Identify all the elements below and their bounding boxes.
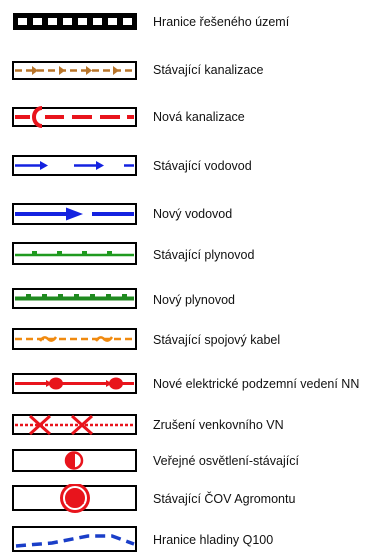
- legend-label: Hranice řešeného území: [153, 15, 290, 29]
- removed-overhead-hv-icon: [12, 410, 138, 440]
- legend-item-removed-overhead-hv: Zrušení venkovního VN: [0, 410, 372, 440]
- legend-item-new-sewer: Nová kanalizace: [0, 102, 372, 132]
- legend-item-existing-telecom: Stávající spojový kabel: [0, 325, 372, 355]
- existing-gas-icon: [12, 240, 138, 270]
- legend-item-flood-line: Hranice hladiny Q100: [0, 525, 372, 555]
- legend-item-existing-gas: Stávající plynovod: [0, 240, 372, 270]
- existing-water-icon: [12, 151, 138, 181]
- legend-item-existing-sewer: Stávající kanalizace: [0, 55, 372, 85]
- legend-item-new-water: Nový vodovod: [0, 199, 372, 229]
- wastewater-plant-icon: [12, 484, 138, 514]
- legend-item-wastewater-plant: Stávající ČOV Agromontu: [0, 484, 372, 514]
- existing-telecom-icon: [12, 325, 138, 355]
- existing-sewer-icon: [12, 55, 138, 85]
- public-lighting-icon: [12, 446, 138, 476]
- legend-label: Veřejné osvětlení-stávající: [153, 454, 299, 468]
- legend-item-new-gas: Nový plynovod: [0, 285, 372, 315]
- legend-label: Nový plynovod: [153, 293, 235, 307]
- legend-label: Stávající ČOV Agromontu: [153, 492, 296, 506]
- legend-label: Nový vodovod: [153, 207, 233, 221]
- legend-label: Zrušení venkovního VN: [153, 418, 284, 432]
- flood-line-icon: [12, 525, 138, 555]
- legend-label: Stávající plynovod: [153, 248, 255, 262]
- legend-item-existing-water: Stávající vodovod: [0, 151, 372, 181]
- new-water-icon: [12, 199, 138, 229]
- legend-item-public-lighting: Veřejné osvětlení-stávající: [0, 446, 372, 476]
- boundary-icon: [12, 7, 138, 37]
- legend-label: Nové elektrické podzemní vedení NN: [153, 377, 360, 391]
- legend-item-new-power-cable: Nové elektrické podzemní vedení NN: [0, 369, 372, 399]
- new-power-cable-icon: [12, 369, 138, 399]
- legend-label: Stávající vodovod: [153, 159, 252, 173]
- new-sewer-icon: [12, 102, 138, 132]
- legend-label: Stávající kanalizace: [153, 63, 264, 77]
- new-gas-icon: [12, 285, 138, 315]
- legend-item-boundary: Hranice řešeného území: [0, 7, 372, 37]
- legend-label: Hranice hladiny Q100: [153, 533, 274, 547]
- legend-label: Stávající spojový kabel: [153, 333, 281, 347]
- legend-label: Nová kanalizace: [153, 110, 245, 124]
